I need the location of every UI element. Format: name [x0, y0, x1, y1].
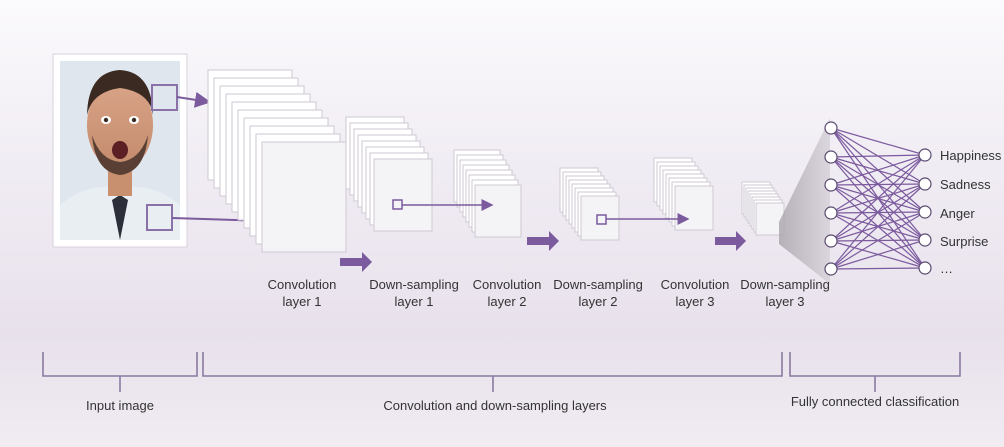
label-conv3: Convolution layer 3: [660, 277, 730, 309]
fc-connection: [830, 127, 926, 156]
feature-map: [261, 141, 347, 253]
feature-map: [674, 185, 714, 231]
down2-stack: [559, 167, 620, 241]
fc-connection: [830, 154, 926, 186]
fc-funnel: [779, 118, 830, 284]
output-sadness: Sadness: [940, 177, 991, 192]
fc-input-node: [824, 178, 838, 192]
fc-output-node: [918, 261, 932, 275]
fc-network: [824, 121, 932, 276]
input-arrow-1: [176, 91, 211, 108]
fc-output-node: [918, 233, 932, 247]
output-anger: Anger: [940, 206, 975, 221]
fc-output-node: [918, 148, 932, 162]
conv1-stack: [207, 69, 347, 253]
fc-output-node: [918, 177, 932, 191]
down1-stack: [345, 116, 433, 232]
fc-connection: [830, 211, 926, 270]
section-brackets: [42, 352, 961, 392]
feature-map: [755, 202, 785, 236]
fc-connection: [830, 267, 926, 270]
label-down2: Down-sampling layer 2: [553, 277, 643, 309]
section-conv-label: Convolution and down-sampling layers: [383, 398, 607, 413]
stage-arrow-3: [715, 231, 746, 251]
bracket-input: [42, 352, 198, 377]
label-down3: Down-sampling layer 3: [740, 277, 830, 309]
output-happiness: Happiness: [940, 148, 1002, 163]
section-fc-label: Fully connected classification: [790, 394, 960, 409]
fc-connection: [830, 154, 926, 158]
conv3-stack: [653, 157, 714, 231]
label-conv2: Convolution layer 2: [472, 277, 542, 309]
face-shape: [87, 80, 153, 170]
feature-map: [474, 184, 522, 238]
fc-connection: [830, 154, 926, 214]
feature-map: [580, 195, 620, 241]
fc-input-node: [824, 150, 838, 164]
fc-input-node: [824, 234, 838, 248]
feature-map: [373, 158, 433, 232]
bracket-fc: [789, 352, 961, 377]
output-ellipsis: …: [940, 261, 953, 276]
receptive-field-box-2: [146, 204, 173, 231]
fc-connection: [830, 154, 926, 242]
fc-input-node: [824, 121, 838, 135]
input-photo: [52, 53, 188, 248]
section-input-label: Input image: [86, 398, 154, 413]
output-surprise: Surprise: [940, 234, 989, 249]
bracket-conv: [202, 352, 783, 377]
stage-arrows: [340, 231, 746, 272]
fc-connection: [830, 183, 926, 270]
stage-arrow-2: [527, 231, 559, 251]
conv2-stack: [453, 149, 522, 238]
hair-shape: [87, 70, 153, 115]
stage-arrow-1: [340, 252, 372, 272]
label-conv1: Convolution layer 1: [267, 277, 337, 309]
fc-connection: [830, 239, 926, 270]
fc-output-node: [918, 205, 932, 219]
label-down1: Down-sampling layer 1: [369, 277, 459, 309]
fc-input-node: [824, 206, 838, 220]
fc-connection: [830, 154, 926, 270]
fc-input-node: [824, 262, 838, 276]
down3-stack: [741, 181, 785, 236]
tie-shape: [112, 195, 128, 240]
